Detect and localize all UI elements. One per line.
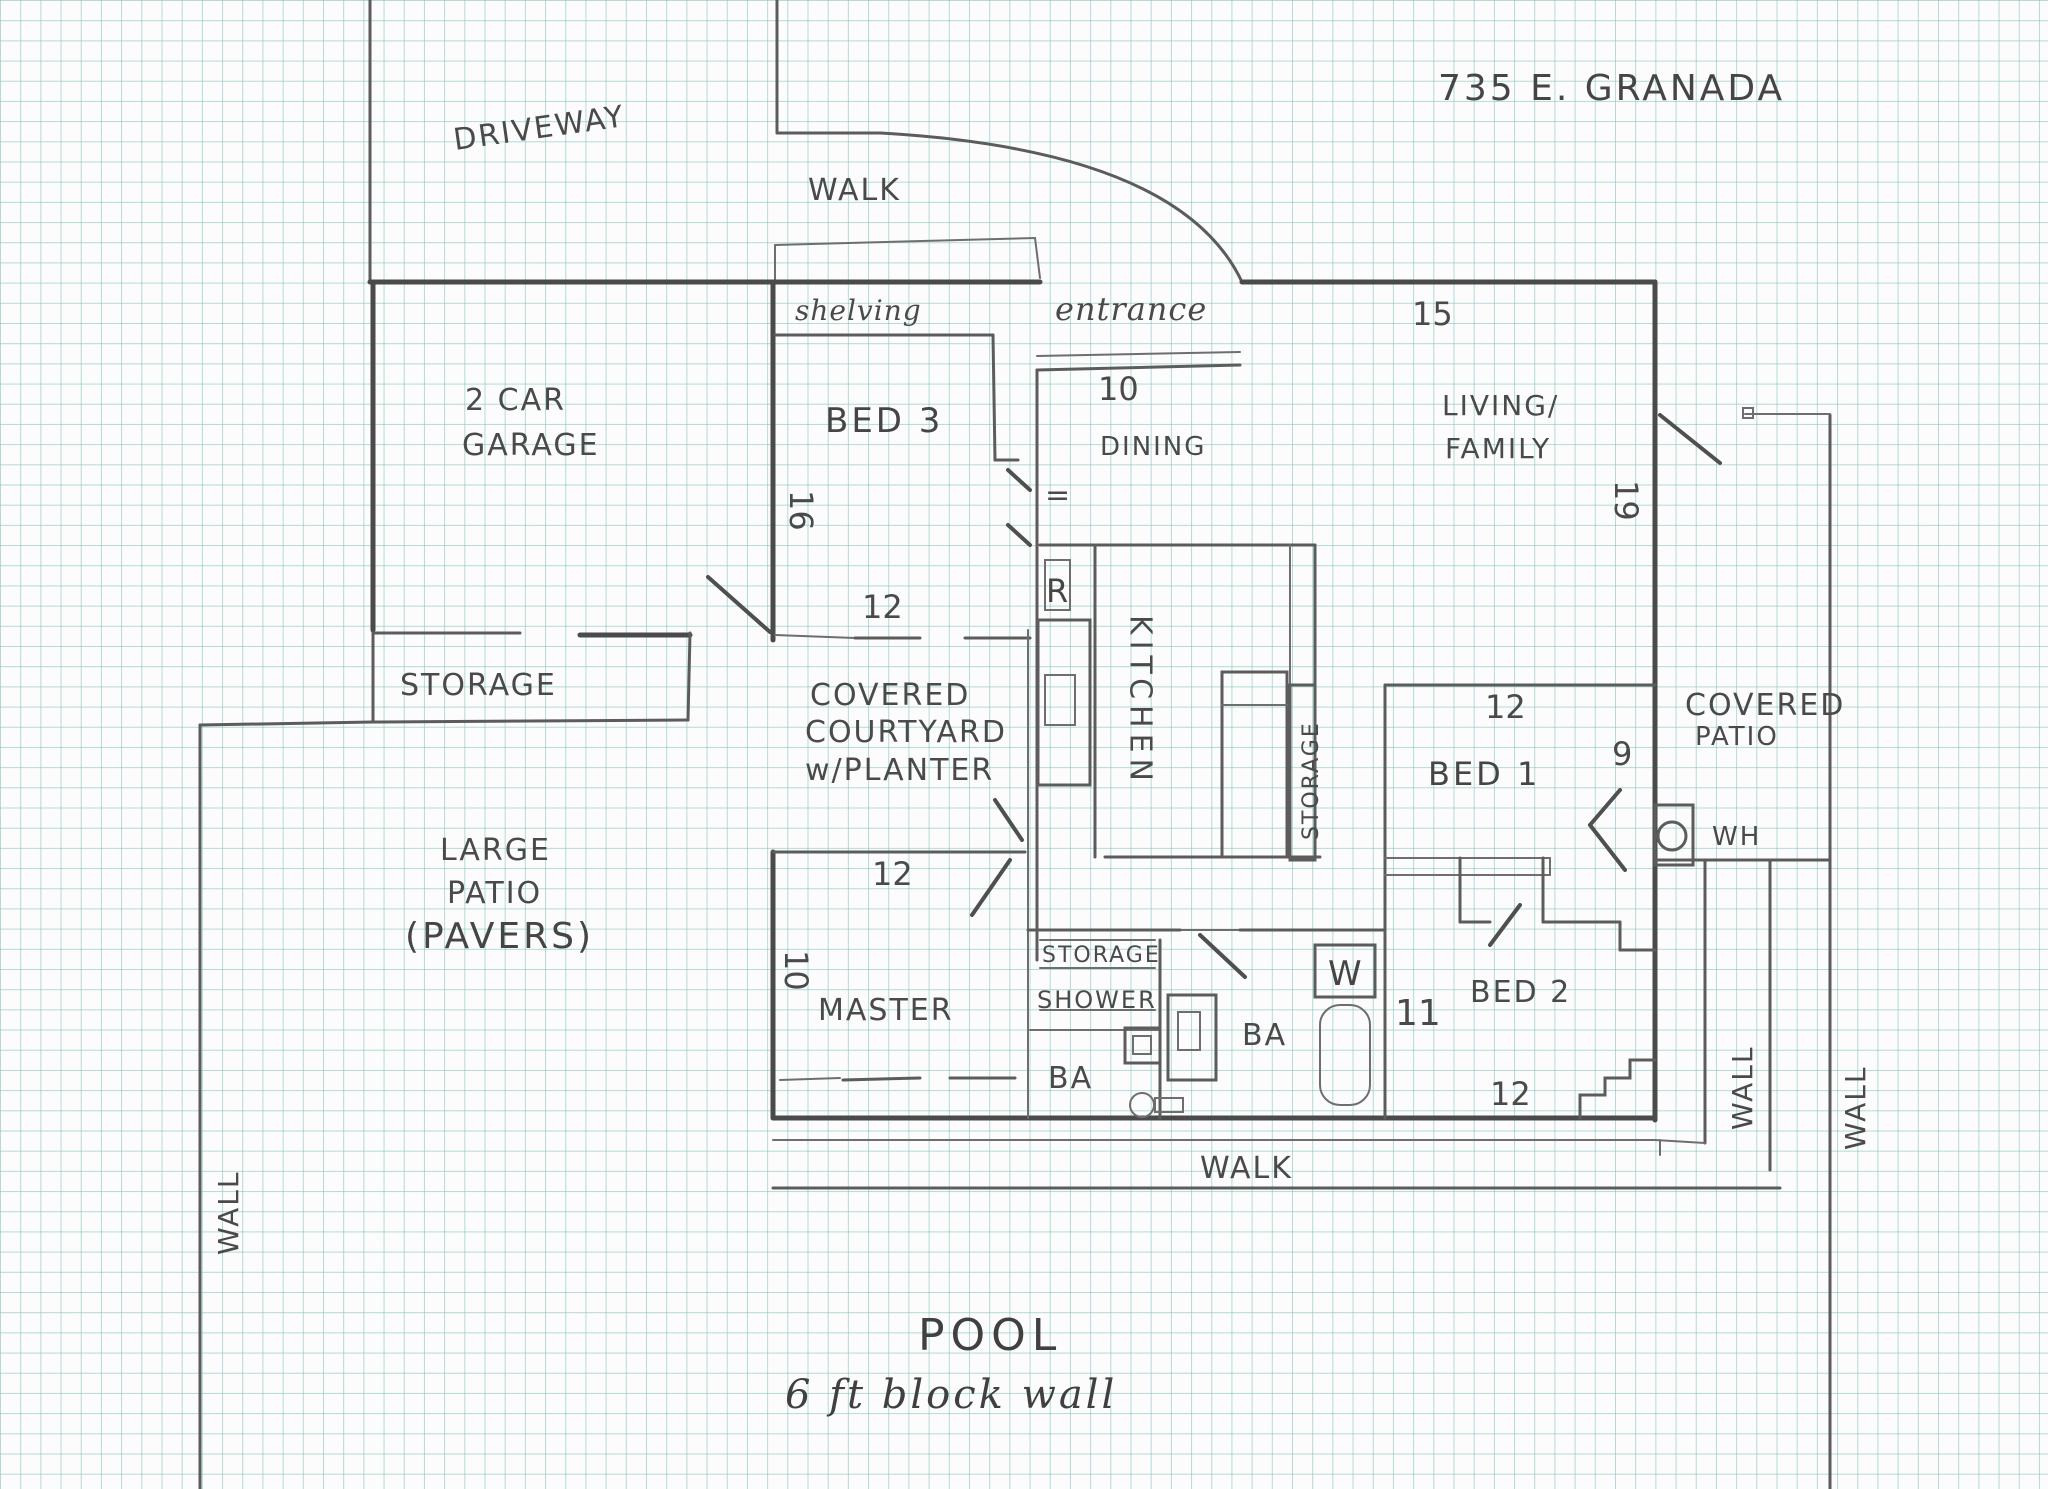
bed1-depth-dim: 9 xyxy=(1612,735,1632,773)
courtyard-label-2: COURTYARD xyxy=(805,715,1007,750)
dining-equal-mark: = xyxy=(1045,478,1070,513)
large-patio-label-1: LARGE xyxy=(440,833,551,868)
wall-label-left: WALL xyxy=(212,1170,245,1255)
courtyard-walls xyxy=(771,629,1029,1119)
wall-label-right-inner: WALL xyxy=(1726,1045,1759,1130)
dining-width-dim: 10 xyxy=(1098,370,1139,408)
house-exterior-walls xyxy=(367,279,1658,1123)
labels: 735 E. GRANADA DRIVEWAY WALK shelving en… xyxy=(212,68,1872,1418)
master-label: MASTER xyxy=(818,993,954,1028)
bed2-walls xyxy=(1458,856,1657,1120)
kitchen-label: KITCHEN xyxy=(1123,615,1158,787)
ba-label-master: BA xyxy=(1048,1061,1093,1096)
address-label: 735 E. GRANADA xyxy=(1438,68,1785,109)
ba-label-hall: BA xyxy=(1242,1018,1287,1053)
garage-label-1: 2 CAR xyxy=(465,383,566,418)
storage-label-kitchen: STORAGE xyxy=(1299,721,1324,840)
pool-label: POOL xyxy=(918,1310,1062,1361)
driveway-lines xyxy=(368,0,1244,284)
large-patio-label-3: (PAVERS) xyxy=(405,916,594,957)
courtyard-label-1: COVERED xyxy=(810,678,970,713)
shower-label: SHOWER xyxy=(1037,986,1157,1014)
kitchen-walls xyxy=(1036,543,1322,862)
bed1-label: BED 1 xyxy=(1428,755,1540,793)
block-wall-label: 6 ft block wall xyxy=(785,1372,1117,1418)
storage-label-bath: STORAGE xyxy=(1042,943,1161,968)
living-label-2: FAMILY xyxy=(1445,432,1551,465)
living-width-dim: 15 xyxy=(1412,295,1453,333)
living-depth-dim: 19 xyxy=(1607,480,1645,521)
courtyard-label-3: w/PLANTER xyxy=(805,753,994,788)
wall-label-right-outer: WALL xyxy=(1839,1065,1872,1150)
bed2-width-dim: 12 xyxy=(1490,1075,1531,1113)
bed3-walls xyxy=(773,333,1242,962)
wh-label: WH xyxy=(1712,822,1761,852)
bed1-walls xyxy=(1383,683,1695,1120)
master-bath-walls xyxy=(779,928,1387,1120)
bed3-label: BED 3 xyxy=(825,401,943,441)
covered-patio-label-1: COVERED xyxy=(1685,688,1845,723)
bed3-width-dim: 12 xyxy=(862,588,903,626)
covered-patio-label-2: PATIO xyxy=(1695,722,1779,752)
master-depth-dim: 10 xyxy=(777,950,815,991)
yard-walls xyxy=(198,407,1832,1489)
storage-label-garage: STORAGE xyxy=(400,668,557,703)
bed1-width-dim: 12 xyxy=(1485,688,1526,726)
garage-label-2: GARAGE xyxy=(462,428,600,463)
walk-label-top: WALK xyxy=(808,173,901,208)
bed2-depth-dim: 11 xyxy=(1395,993,1441,1034)
washer-label: W xyxy=(1328,954,1365,994)
entrance-label: entrance xyxy=(1055,290,1207,328)
fridge-label: R xyxy=(1046,572,1071,610)
driveway-label: DRIVEWAY xyxy=(451,99,627,158)
walk-label-bottom: WALK xyxy=(1200,1151,1293,1186)
bed3-depth-dim: 16 xyxy=(782,490,820,531)
garage-walls xyxy=(198,575,772,727)
dining-label: DINING xyxy=(1100,432,1206,462)
bed2-label: BED 2 xyxy=(1470,975,1571,1010)
shelving-label: shelving xyxy=(795,294,922,327)
living-label-1: LIVING/ xyxy=(1442,389,1559,422)
large-patio-label-2: PATIO xyxy=(447,876,542,911)
master-width-dim: 12 xyxy=(872,855,913,893)
